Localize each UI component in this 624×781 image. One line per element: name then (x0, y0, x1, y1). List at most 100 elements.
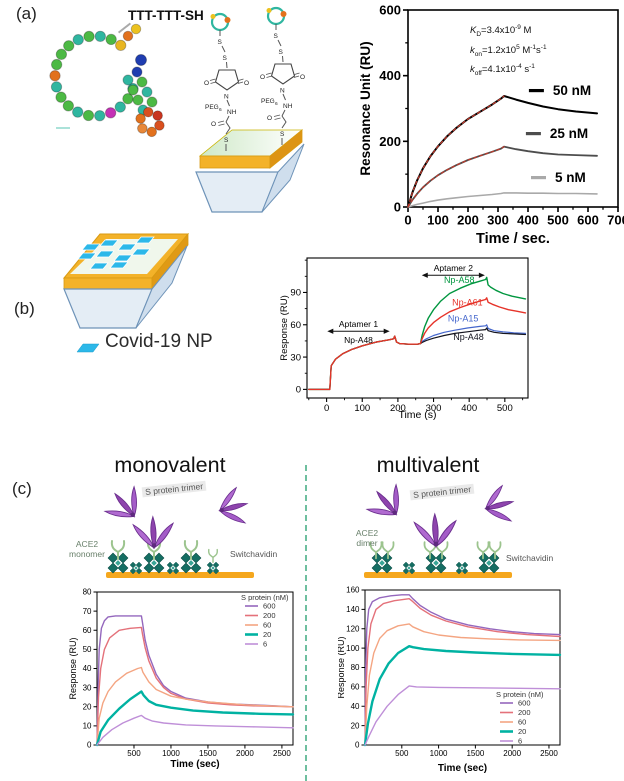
svg-text:500: 500 (395, 749, 409, 758)
svg-text:Np-A15: Np-A15 (448, 314, 479, 324)
peg-label: PEG (205, 104, 219, 111)
svg-text:50 nM: 50 nM (553, 83, 591, 98)
s-protein-trimer-icon (213, 484, 253, 531)
oxygen-label: O (267, 115, 272, 122)
kinetics-annotation: KD=3.4x10-9 M kon=1.2x105 M-1s-1 koff=4.… (470, 22, 547, 81)
monovalent-schematic (98, 479, 254, 578)
oxygen-label: O (204, 80, 209, 87)
s-protein-trimer-icon (360, 478, 415, 530)
chip-gold-front (63, 277, 153, 290)
svg-text:Response (RU): Response (RU) (338, 636, 346, 698)
panel-a-label: (a) (16, 4, 37, 23)
svg-text:200: 200 (457, 212, 479, 227)
svg-text:Response (RU): Response (RU) (68, 637, 78, 699)
prism-side (135, 245, 188, 329)
nh-label: NH (227, 109, 237, 116)
chip-gold-side (269, 129, 303, 169)
kinetics-kon: kon=1.2x105 M-1s-1 (470, 43, 547, 58)
svg-text:Time (sec): Time (sec) (170, 759, 219, 770)
covid-np-legend-label: Covid-19 NP (105, 331, 213, 352)
switchavidin-label: Switchavidin (230, 549, 278, 559)
multivalent-schematic (360, 478, 519, 578)
switchavidin-icon (425, 552, 447, 574)
svg-text:Np-A48: Np-A48 (344, 335, 373, 345)
ace2-label-line2: monomer (69, 548, 105, 559)
panel-a-sensorgram-chart: 01002003004005006007000200400600Time / s… (350, 0, 624, 252)
maleimide-linker-unit: S S N O O PEG 6 NH O S (260, 6, 305, 145)
svg-text:0: 0 (404, 212, 411, 227)
svg-text:Aptamer 2: Aptamer 2 (434, 263, 473, 273)
sulfur-label: S (274, 33, 279, 40)
np-tile-icon (76, 343, 100, 353)
ace2-label-line1: ACE2 (355, 528, 379, 538)
svg-text:Resonance Unit (RU): Resonance Unit (RU) (358, 41, 373, 175)
svg-text:2500: 2500 (540, 749, 558, 758)
svg-text:0: 0 (87, 741, 92, 750)
monovalent-title: monovalent (114, 453, 226, 477)
maleimide-linker-unit: S S N O O PEG 6 NH O S (204, 12, 249, 151)
svg-text:2000: 2000 (503, 749, 521, 758)
oxygen-label: O (211, 121, 216, 128)
svg-text:Time (s): Time (s) (398, 409, 436, 421)
svg-text:1500: 1500 (466, 749, 484, 758)
s-protein-trimer-icon (130, 516, 177, 551)
ace2-monomer-icon (207, 548, 219, 563)
svg-text:500: 500 (497, 403, 513, 414)
sulfur-label: S (224, 137, 229, 144)
svg-text:1500: 1500 (199, 749, 217, 758)
svg-text:120: 120 (346, 624, 360, 633)
svg-text:200: 200 (518, 708, 531, 717)
svg-text:400: 400 (379, 68, 401, 83)
svg-text:0: 0 (324, 403, 329, 414)
spr-chip-schematic-a: S S N O O PEG 6 NH O S S S (195, 6, 305, 213)
svg-text:200: 200 (390, 403, 406, 414)
gold-surface-bar (364, 572, 512, 578)
svg-text:Time / sec.: Time / sec. (476, 231, 550, 247)
ace2-label-line2: dimer (356, 537, 378, 548)
panel-divider-line (305, 465, 307, 781)
sulfur-label: S (218, 39, 223, 46)
svg-text:140: 140 (346, 605, 360, 614)
svg-text:100: 100 (346, 644, 360, 653)
svg-text:300: 300 (487, 212, 509, 227)
svg-text:500: 500 (127, 749, 141, 758)
oxygen-label: O (300, 74, 305, 81)
np-tiles (77, 236, 155, 270)
svg-text:1000: 1000 (162, 749, 180, 758)
svg-text:60: 60 (518, 718, 526, 727)
chip-gold-front (199, 155, 271, 169)
svg-text:10: 10 (83, 722, 92, 731)
nitrogen-label: N (224, 94, 229, 101)
kinetics-kd: KD=3.4x10-9 M (470, 24, 532, 39)
svg-text:S protein (nM): S protein (nM) (241, 593, 289, 602)
svg-text:20: 20 (83, 702, 92, 711)
nitrogen-label: N (280, 88, 285, 95)
gold-surface-bar (106, 572, 254, 578)
svg-text:200: 200 (263, 611, 276, 620)
svg-text:60: 60 (351, 683, 360, 692)
svg-text:20: 20 (518, 727, 526, 736)
svg-text:2500: 2500 (273, 749, 291, 758)
chip-gold-side (151, 232, 189, 291)
svg-text:100: 100 (354, 403, 370, 414)
switchavidin-label: Switchavidin (506, 553, 554, 563)
svg-text:Np-A48: Np-A48 (453, 332, 484, 342)
svg-text:Np-A61: Np-A61 (452, 297, 483, 307)
svg-text:160: 160 (346, 586, 360, 595)
svg-text:60: 60 (263, 621, 271, 630)
ace2-monomer-label: ACE2 monomer (62, 539, 112, 560)
ace2-label-line1: ACE2 (75, 539, 99, 549)
svg-text:50: 50 (83, 645, 92, 654)
aptamer-structure-icon (49, 23, 165, 138)
svg-text:5 nM: 5 nM (555, 170, 586, 185)
svg-text:600: 600 (379, 2, 401, 17)
svg-text:20: 20 (351, 721, 360, 730)
svg-text:0: 0 (394, 199, 401, 214)
sulfur-label: S (280, 131, 285, 138)
svg-text:40: 40 (83, 664, 92, 673)
svg-text:60: 60 (290, 320, 301, 331)
svg-text:600: 600 (577, 212, 599, 227)
